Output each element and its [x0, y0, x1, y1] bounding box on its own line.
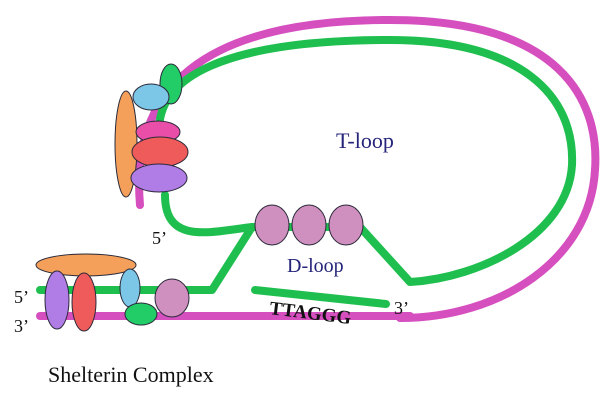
upper-protein-purple: [130, 163, 188, 193]
lower-protein-green: [124, 302, 158, 326]
d-loop-label: D-loop: [287, 255, 344, 277]
dloop-protein-3: [328, 204, 364, 246]
lower-protein-orange: [35, 253, 137, 277]
t-loop-label: T-loop: [336, 128, 394, 153]
three-prime-outer-label: 3’: [14, 316, 29, 336]
dloop-protein-2: [291, 204, 327, 246]
five-prime-inner-label: 5’: [152, 228, 167, 248]
dloop-protein-1: [254, 204, 290, 246]
shelterin-complex-label: Shelterin Complex: [48, 362, 214, 387]
upper-protein-red: [131, 136, 189, 168]
lower-protein-blue: [119, 268, 141, 308]
lower-protein-red: [71, 272, 97, 332]
upper-protein-blue: [132, 83, 170, 111]
lower-protein-purple: [44, 270, 70, 330]
three-prime-overhang-label: 3’: [394, 298, 409, 318]
green-strand-overhang: [251, 286, 390, 308]
five-prime-outer-label: 5’: [14, 287, 29, 307]
green-strand-outer: [155, 36, 577, 286]
lower-protein-pink: [154, 278, 190, 318]
